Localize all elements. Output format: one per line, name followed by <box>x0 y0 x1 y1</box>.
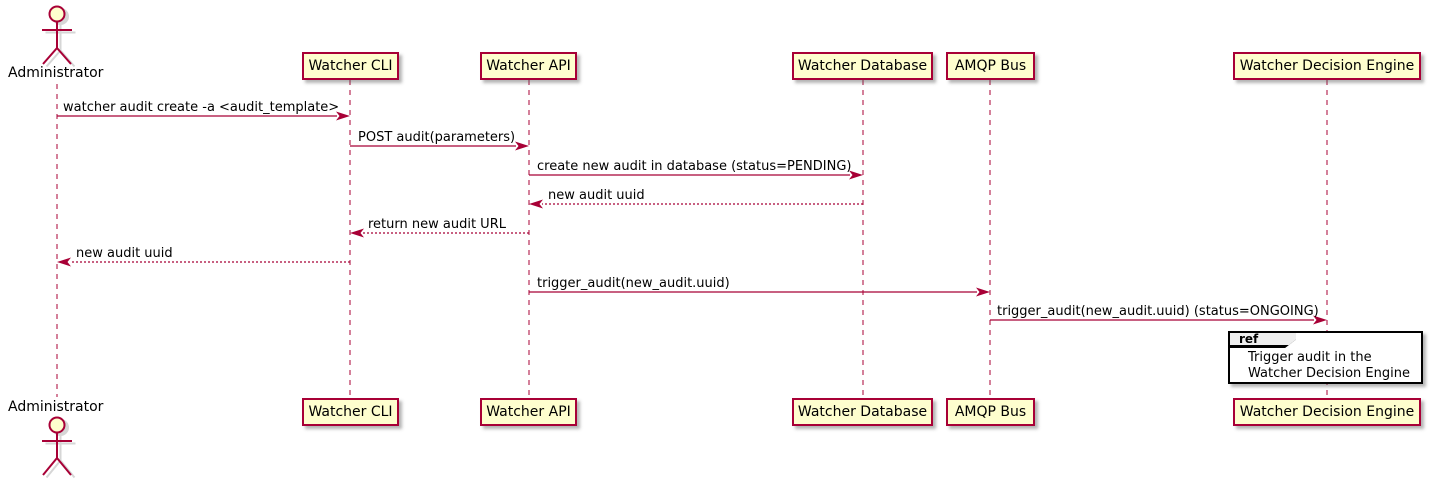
participant-label: Watcher API <box>486 404 571 420</box>
participant-label: Watcher Database <box>797 404 928 420</box>
ref-line: Watcher Decision Engine <box>1248 366 1410 381</box>
actor-label-administrator-top: Administrator <box>8 65 104 81</box>
message-label-4: new audit uuid <box>548 188 645 203</box>
message-label-2: POST audit(parameters) <box>358 130 516 145</box>
participant-label: Watcher Decision Engine <box>1239 58 1415 74</box>
participant-label: Watcher CLI <box>308 404 393 420</box>
participant-bottom-watcher-database: Watcher Database <box>792 398 933 426</box>
arrow-msg-2 <box>350 141 529 151</box>
message-label-8: trigger_audit(new_audit.uuid) (status=ON… <box>997 304 1319 319</box>
arrow-msg-3 <box>529 170 863 180</box>
arrow-msg-6 <box>57 257 350 267</box>
participant-label: Watcher API <box>486 58 571 74</box>
participant-top-watcher-decision-engine: Watcher Decision Engine <box>1233 52 1421 80</box>
participant-label: Watcher CLI <box>308 58 393 74</box>
arrow-msg-4 <box>529 199 863 209</box>
actor-head <box>48 416 66 434</box>
participant-bottom-amqp-bus: AMQP Bus <box>946 398 1035 426</box>
participant-bottom-watcher-cli: Watcher CLI <box>302 398 399 426</box>
message-label-1: watcher audit create -a <audit_template> <box>63 100 340 115</box>
arrow-msg-5 <box>350 228 529 238</box>
ref-keyword: ref <box>1239 332 1259 346</box>
message-label-7: trigger_audit(new_audit.uuid) <box>537 276 730 291</box>
actor-label-administrator-bottom: Administrator <box>8 399 104 415</box>
arrow-msg-8 <box>990 315 1327 325</box>
participant-label: Watcher Database <box>797 58 928 74</box>
participant-bottom-watcher-api: Watcher API <box>480 398 577 426</box>
ref-body: Trigger audit in the Watcher Decision En… <box>1248 350 1410 382</box>
ref-fragment: ref Trigger audit in the Watcher Decisio… <box>1228 331 1423 384</box>
actor-head <box>48 5 66 23</box>
participant-label: AMQP Bus <box>954 58 1027 74</box>
participant-bottom-watcher-decision-engine: Watcher Decision Engine <box>1233 398 1421 426</box>
participant-top-watcher-database: Watcher Database <box>792 52 933 80</box>
participant-top-watcher-cli: Watcher CLI <box>302 52 399 80</box>
message-label-3: create new audit in database (status=PEN… <box>537 159 852 174</box>
message-label-6: new audit uuid <box>76 246 173 261</box>
ref-tab: ref <box>1228 331 1296 348</box>
participant-label: AMQP Bus <box>954 404 1027 420</box>
arrow-msg-1 <box>57 111 350 121</box>
participant-top-watcher-api: Watcher API <box>480 52 577 80</box>
arrow-msg-7 <box>529 287 990 297</box>
lifelines <box>56 80 1328 398</box>
message-label-5: return new audit URL <box>368 217 506 232</box>
participant-top-amqp-bus: AMQP Bus <box>946 52 1035 80</box>
actor-figure-bottom <box>42 416 72 476</box>
participant-label: Watcher Decision Engine <box>1239 404 1415 420</box>
ref-line: Trigger audit in the <box>1248 350 1372 365</box>
actor-figure-top <box>42 5 72 65</box>
message-arrows <box>57 111 1327 325</box>
